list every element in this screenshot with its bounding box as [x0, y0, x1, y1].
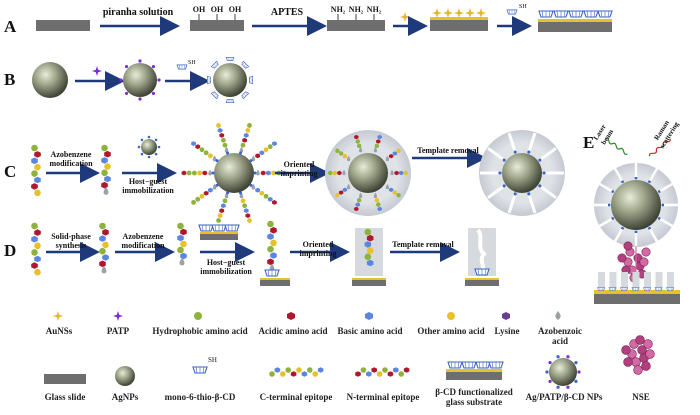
row-a-diagram: SH — [36, 4, 613, 36]
row-d-diagram — [31, 220, 499, 286]
row-label-c: C — [4, 162, 17, 181]
legend-azo-icon — [555, 311, 561, 320]
legend-hydrophobic: Hydrophobic amino acid — [152, 326, 248, 336]
label-d-hostguest: Host−guest immobilization — [200, 258, 252, 276]
label-c-hostguest: Host−guest immobilization — [122, 177, 174, 195]
legend-nse: NSE — [632, 392, 650, 402]
row-c-diagram — [31, 123, 565, 223]
nh2-label-1: NH₂ — [330, 5, 346, 14]
legend-patp-icon — [113, 311, 123, 321]
nh2-label-2: NH₂ — [348, 5, 364, 14]
oh-label-3: OH — [228, 5, 242, 14]
legend-np-icon — [545, 355, 581, 389]
legend-other: Other amino acid — [417, 326, 485, 336]
nse-protein-bound — [617, 241, 651, 290]
legend-agnp: AgNPs — [111, 392, 139, 402]
row-label-b: B — [4, 70, 16, 89]
glass-slide-auns — [430, 20, 488, 31]
legend-patp: PATP — [106, 326, 130, 336]
label-c-oriented: Oriented imprinting — [280, 160, 318, 178]
legend-auns-icon — [53, 311, 63, 321]
label-c-azobenzene: Azobenzene modification — [49, 150, 93, 168]
sensing-glass — [594, 294, 680, 304]
legend-lysine-icon — [502, 312, 510, 320]
glass-slide — [36, 20, 90, 31]
legend-auns: AuNSs — [45, 326, 73, 336]
epitope-bound-np — [214, 153, 254, 193]
glass-slide-nh2 — [327, 20, 385, 31]
label-d-oriented: Oriented imprinting — [299, 240, 337, 258]
legend-lysine: Lysine — [494, 326, 520, 336]
beta-cd-glass-substrate — [538, 22, 612, 32]
label-d-template: Template removal — [392, 240, 454, 249]
auns-layer — [432, 8, 486, 18]
legend-acidic-icon — [287, 312, 295, 320]
legend-cterminal-icon — [269, 367, 324, 377]
svg-text:SH: SH — [188, 60, 196, 66]
row-label-a: A — [4, 17, 17, 36]
label-d-azobenzene: Azobenzene modification — [121, 232, 165, 250]
svg-text:SH: SH — [519, 4, 527, 10]
legend-basic-icon — [365, 312, 373, 320]
label-d-solidphase: Solid-phase synthesis — [51, 232, 91, 250]
auns-star-icon — [400, 12, 410, 22]
legend-nterminal-icon — [355, 367, 410, 377]
legend-cd-substrate: β-CD functionalized glass substrate — [435, 387, 513, 407]
legend-nterminal: N-terminal epitope — [346, 392, 420, 402]
legend-hydrophobic-icon — [194, 312, 202, 320]
label-c-template: Template removal — [417, 146, 479, 155]
label-aptes: APTES — [270, 7, 304, 18]
row-b-diagram: SH — [32, 57, 253, 103]
legend-thiocd: mono-6-thio-β-CD — [164, 392, 236, 402]
raman-scattering-wave — [648, 138, 671, 157]
legend-agnp-icon — [115, 366, 135, 386]
oh-label-2: OH — [210, 5, 224, 14]
legend-np: Ag/PATP/β-CD NPs — [525, 392, 603, 402]
nh2-groups — [337, 14, 375, 20]
legend-acidic: Acidic amino acid — [258, 326, 328, 336]
ag-patp-sphere — [123, 63, 157, 97]
oh-groups — [198, 14, 236, 20]
legend-other-icon — [447, 312, 455, 320]
legend-glass: Glass slide — [44, 392, 86, 402]
oh-label-1: OH — [192, 5, 206, 14]
legend-icons: SH — [44, 311, 655, 389]
label-piranha: piranha solution — [102, 7, 174, 18]
legend-azo: Azobenzoic acid — [538, 326, 582, 346]
row-e-diagram — [594, 137, 680, 304]
legend-cterminal: C-terminal epitope — [259, 392, 333, 402]
legend-cd-substrate-icon — [446, 361, 504, 380]
row-label-d: D — [4, 241, 17, 260]
nh2-label-3: NH₂ — [366, 5, 382, 14]
thio-cd-icon — [506, 9, 518, 15]
legend-nse-icon — [621, 335, 655, 375]
cd-layer — [538, 10, 613, 18]
row-label-e: E — [583, 133, 595, 152]
ag-patp-cd-sphere — [213, 63, 247, 97]
legend-glass-icon — [44, 374, 86, 384]
patp-icon — [92, 66, 102, 76]
laser-beam-wave — [604, 137, 628, 155]
glass-slide-oh — [190, 20, 244, 31]
legend-basic: Basic amino acid — [337, 326, 403, 336]
svg-text:SH: SH — [208, 356, 217, 364]
legend-thiocd-icon — [192, 366, 208, 374]
agnp-sphere — [32, 62, 68, 98]
